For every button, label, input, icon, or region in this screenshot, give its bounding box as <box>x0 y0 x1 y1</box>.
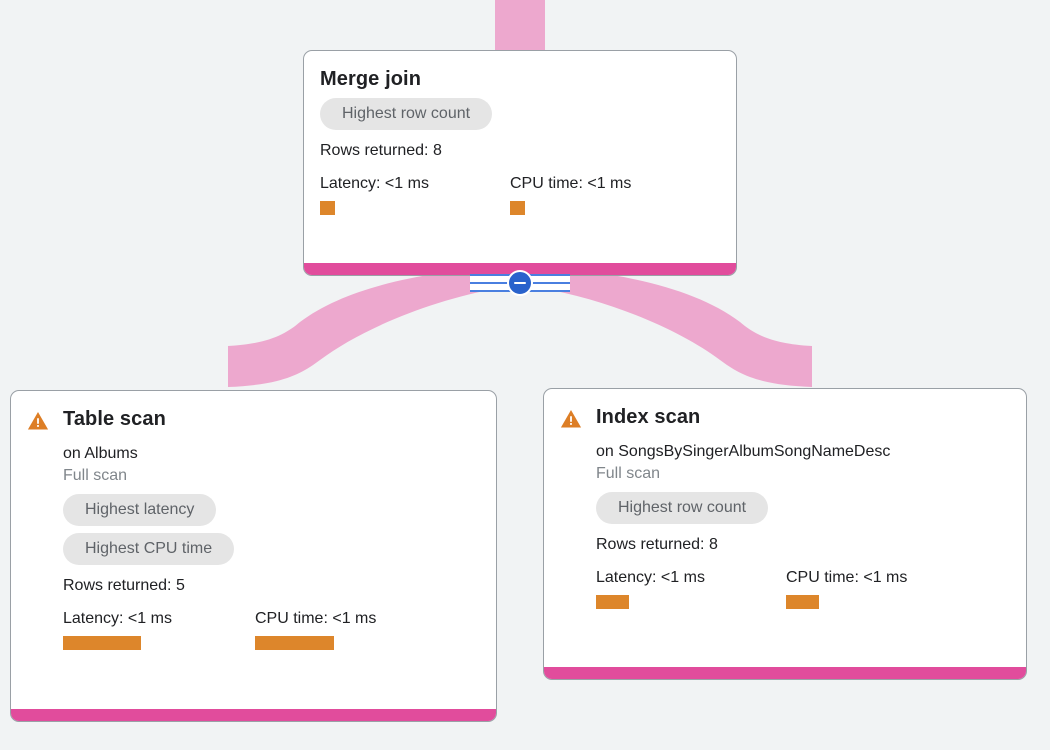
node-header-text: Index scan <box>596 405 1010 429</box>
metric-latency: Latency: <1 ms <box>596 568 786 609</box>
metric-cpu-time-label: CPU time: <1 ms <box>510 175 632 192</box>
node-subtitle: on SongsBySingerAlbumSongNameDesc <box>596 443 891 460</box>
node-chip-list: Highest latency Highest CPU time <box>63 494 480 565</box>
node-subtitle: on Albums <box>63 445 138 462</box>
warning-icon <box>560 408 582 430</box>
edge-incoming-top <box>495 0 545 52</box>
node-metrics: Latency: <1 ms CPU time: <1 ms <box>320 174 720 215</box>
node-header-text: Merge join <box>320 67 720 91</box>
metric-cpu-time: CPU time: <1 ms <box>510 174 631 215</box>
node-header: Index scan <box>560 405 1010 430</box>
metric-latency: Latency: <1 ms <box>63 609 255 650</box>
rows-returned-label: Rows returned: 8 <box>596 536 718 553</box>
node-accent-bar <box>11 709 496 721</box>
node-body: Merge join Highest row count Rows return… <box>304 51 736 263</box>
node-accent-bar <box>304 263 736 275</box>
node-title: Merge join <box>320 68 422 90</box>
chip-highest-latency: Highest latency <box>63 494 217 526</box>
node-content: Highest row count Rows returned: 8 Laten… <box>320 91 720 215</box>
metric-latency-label: Latency: <1 ms <box>596 569 705 586</box>
node-scan-type: Full scan <box>596 465 661 482</box>
node-header-text: Table scan <box>63 407 480 431</box>
metric-latency-label: Latency: <1 ms <box>320 175 429 192</box>
metric-latency: Latency: <1 ms <box>320 174 510 215</box>
collapse-handle[interactable] <box>470 270 570 296</box>
node-chip-list: Highest row count <box>320 98 720 130</box>
node-metrics: Latency: <1 ms CPU time: <1 ms <box>63 609 480 650</box>
node-chip-list: Highest row count <box>596 492 1010 524</box>
node-header: Table scan <box>27 407 480 432</box>
node-body: Table scan on Albums Full scan Highest l… <box>11 391 496 709</box>
metric-cpu-time: CPU time: <1 ms <box>786 568 907 609</box>
chip-highest-cpu-time: Highest CPU time <box>63 533 235 565</box>
metric-cpu-time-bar <box>786 595 819 609</box>
edge-to-index-scan <box>535 266 812 387</box>
plan-node-table-scan[interactable]: Table scan on Albums Full scan Highest l… <box>10 390 497 722</box>
metric-cpu-time-bar <box>510 201 525 215</box>
chip-highest-row-count: Highest row count <box>320 98 493 130</box>
metric-cpu-time: CPU time: <1 ms <box>255 609 376 650</box>
node-content: on Albums Full scan Highest latency High… <box>27 432 480 650</box>
chip-highest-row-count: Highest row count <box>596 492 769 524</box>
rows-returned-label: Rows returned: 8 <box>320 142 442 159</box>
node-accent-bar <box>544 667 1026 679</box>
node-title: Index scan <box>596 406 701 428</box>
node-scan-type: Full scan <box>63 467 128 484</box>
edge-to-table-scan <box>228 266 505 387</box>
metric-latency-bar <box>596 595 629 609</box>
metric-latency-bar <box>63 636 141 650</box>
metric-cpu-time-label: CPU time: <1 ms <box>255 610 377 627</box>
node-header: Merge join <box>320 67 720 91</box>
metric-latency-label: Latency: <1 ms <box>63 610 172 627</box>
node-body: Index scan on SongsBySingerAlbumSongName… <box>544 389 1026 667</box>
collapse-children-button[interactable] <box>507 270 533 296</box>
plan-node-index-scan[interactable]: Index scan on SongsBySingerAlbumSongName… <box>543 388 1027 680</box>
warning-icon <box>27 410 49 432</box>
rows-returned-label: Rows returned: 5 <box>63 577 185 594</box>
metric-cpu-time-label: CPU time: <1 ms <box>786 569 908 586</box>
node-metrics: Latency: <1 ms CPU time: <1 ms <box>596 568 1010 609</box>
node-content: on SongsBySingerAlbumSongNameDesc Full s… <box>560 430 1010 609</box>
metric-cpu-time-bar <box>255 636 334 650</box>
metric-latency-bar <box>320 201 335 215</box>
node-title: Table scan <box>63 408 166 430</box>
plan-node-merge-join[interactable]: Merge join Highest row count Rows return… <box>303 50 737 276</box>
